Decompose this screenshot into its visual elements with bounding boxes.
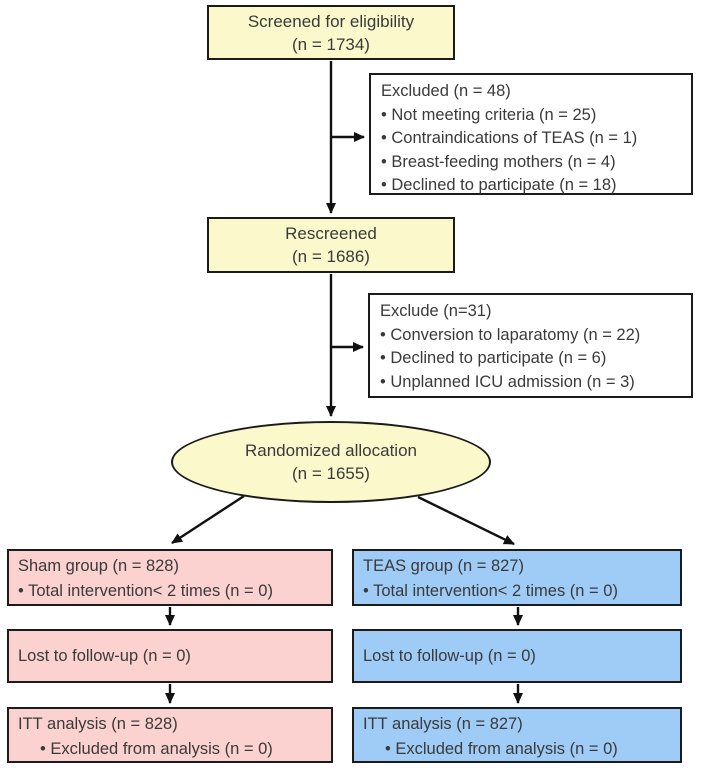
node-sham-lost-text: Lost to follow-up (n = 0) [18, 646, 191, 665]
node-teas-lost-followup: Lost to follow-up (n = 0) [352, 629, 682, 683]
node-screened: Screened for eligibility (n = 1734) [207, 5, 455, 60]
node-screened-line1: Screened for eligibility [247, 11, 415, 31]
node-sham-itt-bullet: • Excluded from analysis (n = 0) [40, 740, 273, 758]
node-excluded-first: Excluded (n = 48) • Not meeting criteria… [369, 73, 693, 195]
node-sham-itt-title: ITT analysis (n = 828) [18, 715, 178, 733]
node-sham-group-title: Sham group (n = 828) [18, 557, 179, 575]
node-excluded-first-item: • Breast-feeding mothers (n = 4) [381, 152, 616, 171]
node-sham-group: Sham group (n = 828) • Total interventio… [7, 549, 333, 606]
node-excluded-second-title: Exclude (n=31) [380, 302, 492, 320]
node-rescreened: Rescreened (n = 1686) [207, 217, 455, 273]
node-teas-group: TEAS group (n = 827) • Total interventio… [352, 549, 682, 606]
node-rescreened-line2: (n = 1686) [292, 247, 370, 266]
node-teas-itt-title: ITT analysis (n = 827) [363, 715, 523, 733]
node-excluded-second-item: • Unplanned ICU admission (n = 3) [380, 372, 635, 391]
node-teas-lost-text: Lost to follow-up (n = 0) [363, 646, 536, 665]
node-teas-itt-bullet: • Excluded from analysis (n = 0) [385, 740, 618, 758]
node-sham-lost-followup: Lost to follow-up (n = 0) [7, 629, 333, 683]
node-teas-itt: ITT analysis (n = 827) • Excluded from a… [352, 707, 682, 763]
node-excluded-first-item: • Not meeting criteria (n = 25) [381, 105, 597, 124]
node-screened-line2: (n = 1734) [292, 34, 370, 54]
node-rescreened-line1: Rescreened [285, 224, 377, 243]
node-sham-group-bullet: • Total intervention< 2 times (n = 0) [18, 582, 273, 600]
node-excluded-second: Exclude (n=31) • Conversion to laparatom… [368, 293, 693, 398]
node-excluded-second-item: • Declined to participate (n = 6) [380, 349, 607, 367]
node-randomized-allocation: Randomized allocation (n = 1655) [171, 421, 491, 503]
node-sham-itt: ITT analysis (n = 828) • Excluded from a… [7, 707, 333, 763]
node-excluded-second-item: • Conversion to laparatomy (n = 22) [380, 325, 641, 344]
node-teas-group-title: TEAS group (n = 827) [363, 557, 524, 575]
arrow-randomized-to-teas [417, 495, 515, 546]
node-excluded-first-item: • Contraindications of TEAS (n = 1) [381, 129, 638, 147]
arrow-randomized-to-sham [171, 494, 245, 545]
node-randomized-line2: (n = 1655) [292, 464, 370, 483]
node-excluded-first-title: Excluded (n = 48) [381, 82, 511, 100]
node-excluded-first-item: • Declined to participate (n = 18) [381, 176, 617, 194]
node-randomized-line1: Randomized allocation [245, 441, 417, 460]
node-teas-group-bullet: • Total intervention< 2 times (n = 0) [363, 582, 618, 600]
